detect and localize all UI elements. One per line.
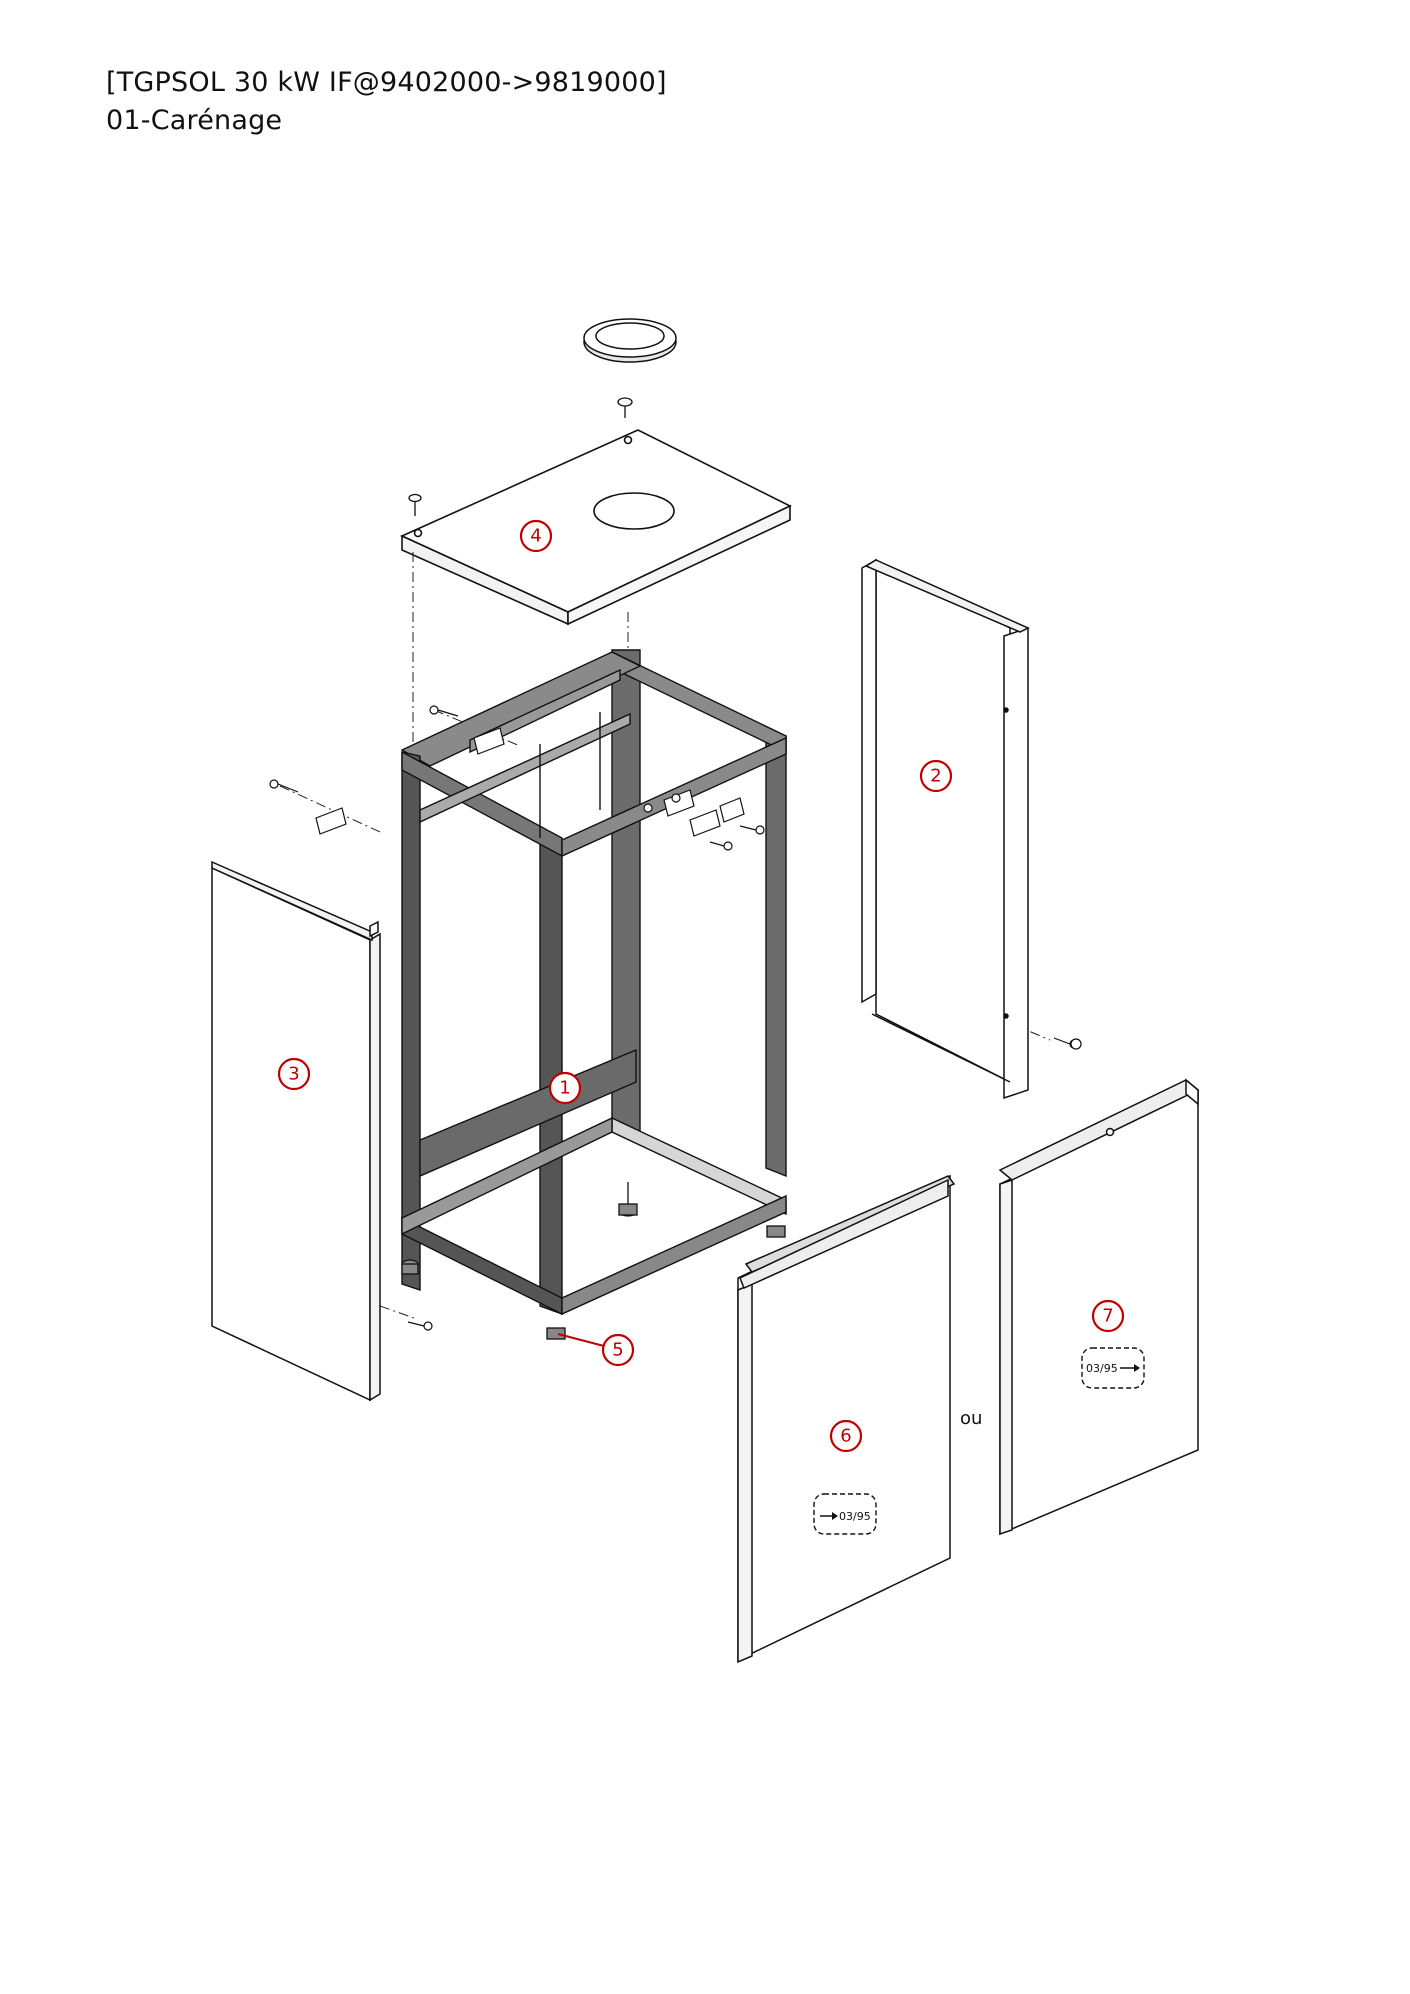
front-panel-6 <box>737 1174 956 1664</box>
callout-6: 6 <box>829 1419 863 1453</box>
top-cover-panel <box>400 429 792 626</box>
frame-brackets <box>315 727 745 837</box>
callout-5-number: 5 <box>612 1340 623 1361</box>
frame-chassis <box>400 649 787 1316</box>
callout-3-number: 3 <box>288 1064 299 1085</box>
date-stamp-7-text: 03/95 <box>1086 1362 1118 1375</box>
page-header: [TGPSOL 30 kW IF@9402000->9819000] 01-Ca… <box>106 64 667 140</box>
callout-7-number: 7 <box>1102 1306 1113 1327</box>
side-panel-right <box>861 558 1030 1100</box>
levelling-feet <box>401 1182 786 1340</box>
flue-collar-ring <box>583 318 677 363</box>
cover-screw-left <box>408 493 422 516</box>
callout-4-number: 4 <box>530 526 541 547</box>
callout-2-number: 2 <box>930 766 941 787</box>
callout-7: 7 <box>1091 1299 1125 1333</box>
date-stamp-7: 03/95 <box>1081 1347 1145 1389</box>
or-label: ou <box>960 1408 982 1429</box>
side-panel-left <box>211 860 381 1402</box>
panel-screw-right <box>1070 1038 1082 1050</box>
callout-1-number: 1 <box>559 1078 570 1099</box>
date-stamp-6: 03/95 <box>813 1493 877 1535</box>
callout-leader-5 <box>557 1333 605 1347</box>
callout-3: 3 <box>277 1057 311 1091</box>
callout-4: 4 <box>519 519 553 553</box>
callout-2: 2 <box>919 759 953 793</box>
callout-6-number: 6 <box>840 1426 851 1447</box>
callout-1: 1 <box>548 1071 582 1105</box>
top-screw <box>617 397 633 418</box>
section-title: 01-Carénage <box>106 105 283 136</box>
callout-5: 5 <box>601 1333 635 1367</box>
date-stamp-6-text: 03/95 <box>839 1510 871 1523</box>
model-title: [TGPSOL 30 kW IF@9402000->9819000] <box>106 67 667 98</box>
